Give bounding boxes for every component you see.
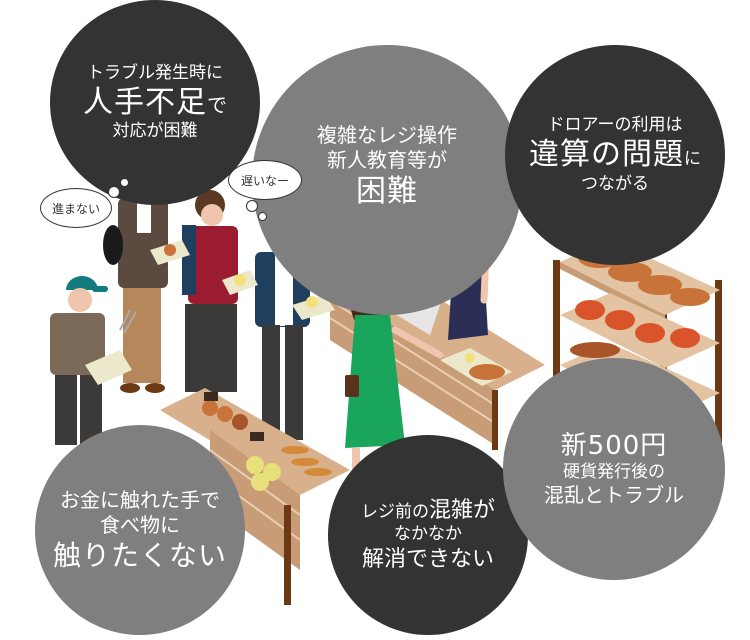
bubble-text-emphasis: 触りたくない: [52, 538, 227, 572]
customer-brown-top-icon: [103, 160, 190, 393]
bread-display-table-icon: [160, 388, 350, 605]
bubble-text-line: 複雑なレジ操作: [317, 123, 457, 147]
bubble-text-emphasis: 人手不足で: [83, 84, 227, 120]
thought-dot: [108, 186, 120, 198]
customer-teal-cap-icon: [50, 276, 137, 445]
bubble-text-emphasis: 新500円: [560, 430, 668, 461]
thought-dot: [120, 178, 129, 187]
bubble-hygiene-concern: お金に触れた手で 食べ物に 触りたくない: [35, 425, 245, 635]
bubble-text-line: 混乱とトラブル: [544, 483, 684, 508]
bubble-text-emphasis: 解消できない: [361, 546, 494, 572]
bubble-text-line: 対応が困難: [112, 121, 198, 142]
bubble-new-500-yen: 新500円 硬貨発行後の 混乱とトラブル: [503, 358, 725, 580]
bubble-text-emphasis: 違算の問題に: [529, 137, 701, 173]
bubble-drawer-discrepancy: ドロアーの利用は 違算の問題に つながる: [505, 45, 725, 265]
customer-red-top-icon: [182, 190, 258, 392]
thought-dot: [246, 200, 258, 212]
bubble-text-line: 硬貨発行後の: [563, 462, 665, 483]
bubble-register-congestion: レジ前の混雑が なかなか 解消できない: [328, 435, 528, 635]
bubble-staff-shortage: トラブル発生時に 人手不足で 対応が困難: [50, 0, 260, 205]
bubble-text-line: ドロアーの利用は: [547, 115, 683, 135]
thought-bubble-not-moving: 進まない: [40, 188, 112, 228]
thought-dot: [258, 212, 267, 221]
bubble-text-line: お金に触れた手で: [60, 487, 220, 512]
thought-bubble-too-slow: 遅いなー: [228, 160, 302, 200]
bubble-text-emphasis: 困難: [356, 174, 418, 209]
bubble-text-line: レジ前の混雑が: [360, 497, 495, 523]
bubble-text-line: 新人教育等が: [327, 148, 447, 172]
bubble-text-line: トラブル発生時に: [87, 62, 223, 83]
bubble-text-line: なかなか: [394, 524, 462, 545]
bubble-text-line: つながる: [581, 173, 649, 194]
bubble-text-line: 食べ物に: [100, 512, 180, 537]
